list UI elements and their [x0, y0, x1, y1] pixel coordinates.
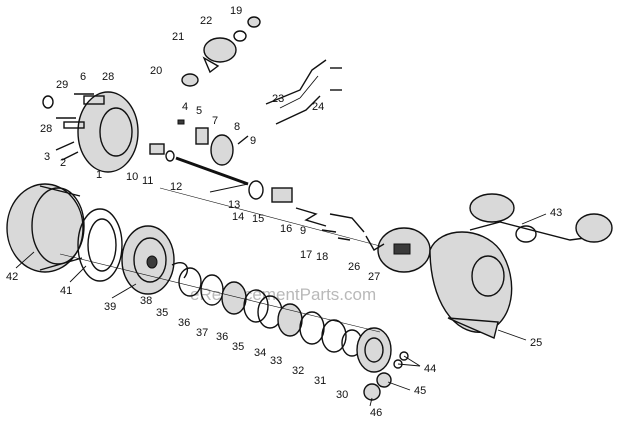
- callout-31: 31: [314, 375, 326, 387]
- handle-shaft-parts: [181, 16, 261, 87]
- callout-19: 19: [230, 5, 242, 17]
- callout-29: 29: [56, 79, 68, 91]
- handle-part-43: [469, 193, 613, 243]
- callout-42: 42: [6, 271, 18, 283]
- callout-12: 12: [170, 181, 182, 193]
- callout-32: 32: [292, 365, 304, 377]
- handle-nut-parts: [363, 351, 409, 401]
- frame-screws: [42, 93, 94, 161]
- ring-part-41: [77, 208, 123, 282]
- callout-28b: 28: [40, 123, 52, 135]
- callout-36: 36: [178, 317, 190, 329]
- drag-plate-part-39: [121, 225, 175, 295]
- drag-assembly-parts: [248, 180, 365, 241]
- callout-45: 45: [414, 385, 426, 397]
- callout-46: 46: [370, 407, 382, 419]
- callout-22: 22: [200, 15, 212, 27]
- clip-part-38: [171, 261, 189, 279]
- callout-10: 10: [126, 171, 138, 183]
- callout-labels: 1 2 3 4 5 6 7 8 9 9 10 11 12 13 14 15 16…: [6, 5, 562, 419]
- callout-1: 1: [96, 169, 102, 181]
- callout-11: 11: [142, 175, 153, 187]
- callout-27: 27: [368, 271, 380, 283]
- callout-16: 16: [280, 223, 292, 235]
- side-plate-part-25: [429, 231, 513, 339]
- callout-13: 13: [228, 199, 240, 211]
- side-cover-part: [6, 183, 85, 273]
- callout-41: 41: [60, 285, 72, 297]
- main-shaft-part-12: [175, 156, 249, 186]
- callout-28: 28: [102, 71, 114, 83]
- leader-lines: [15, 75, 547, 407]
- callout-38: 38: [140, 295, 152, 307]
- callout-44: 44: [424, 363, 436, 375]
- callout-25: 25: [530, 337, 542, 349]
- watermark-text: eReplacementParts.com: [190, 285, 376, 304]
- callout-34: 34: [254, 347, 266, 359]
- callout-30: 30: [336, 389, 348, 401]
- callout-5: 5: [196, 105, 202, 117]
- callout-6: 6: [80, 71, 86, 83]
- callout-17: 17: [300, 249, 312, 261]
- callout-24: 24: [312, 101, 324, 113]
- washer-stack: [178, 267, 392, 373]
- callout-3: 3: [44, 151, 50, 163]
- callout-4: 4: [182, 101, 188, 113]
- callout-36b: 36: [216, 331, 228, 343]
- bracket-parts: [265, 59, 342, 125]
- callout-37: 37: [196, 327, 208, 339]
- callout-21: 21: [172, 31, 184, 43]
- callout-33: 33: [270, 355, 282, 367]
- callout-9b: 9: [300, 225, 306, 237]
- callout-2: 2: [60, 157, 66, 169]
- callout-18: 18: [316, 251, 328, 263]
- callout-26: 26: [348, 261, 360, 273]
- callout-14: 14: [232, 211, 244, 223]
- callout-23: 23: [272, 93, 284, 105]
- cap-part-27: [377, 227, 431, 273]
- callout-7: 7: [212, 115, 218, 127]
- callout-9: 9: [250, 135, 256, 147]
- callout-43: 43: [550, 207, 562, 219]
- frame-part-1: [63, 91, 139, 173]
- pinion-parts: [149, 119, 234, 166]
- callout-35: 35: [156, 307, 168, 319]
- pin-part-9: [237, 135, 249, 145]
- callout-20: 20: [150, 65, 162, 77]
- clip-part-26: [365, 235, 385, 251]
- callout-39: 39: [104, 301, 116, 313]
- callout-15: 15: [252, 213, 264, 225]
- callout-35b: 35: [232, 341, 244, 353]
- callout-8: 8: [234, 121, 240, 133]
